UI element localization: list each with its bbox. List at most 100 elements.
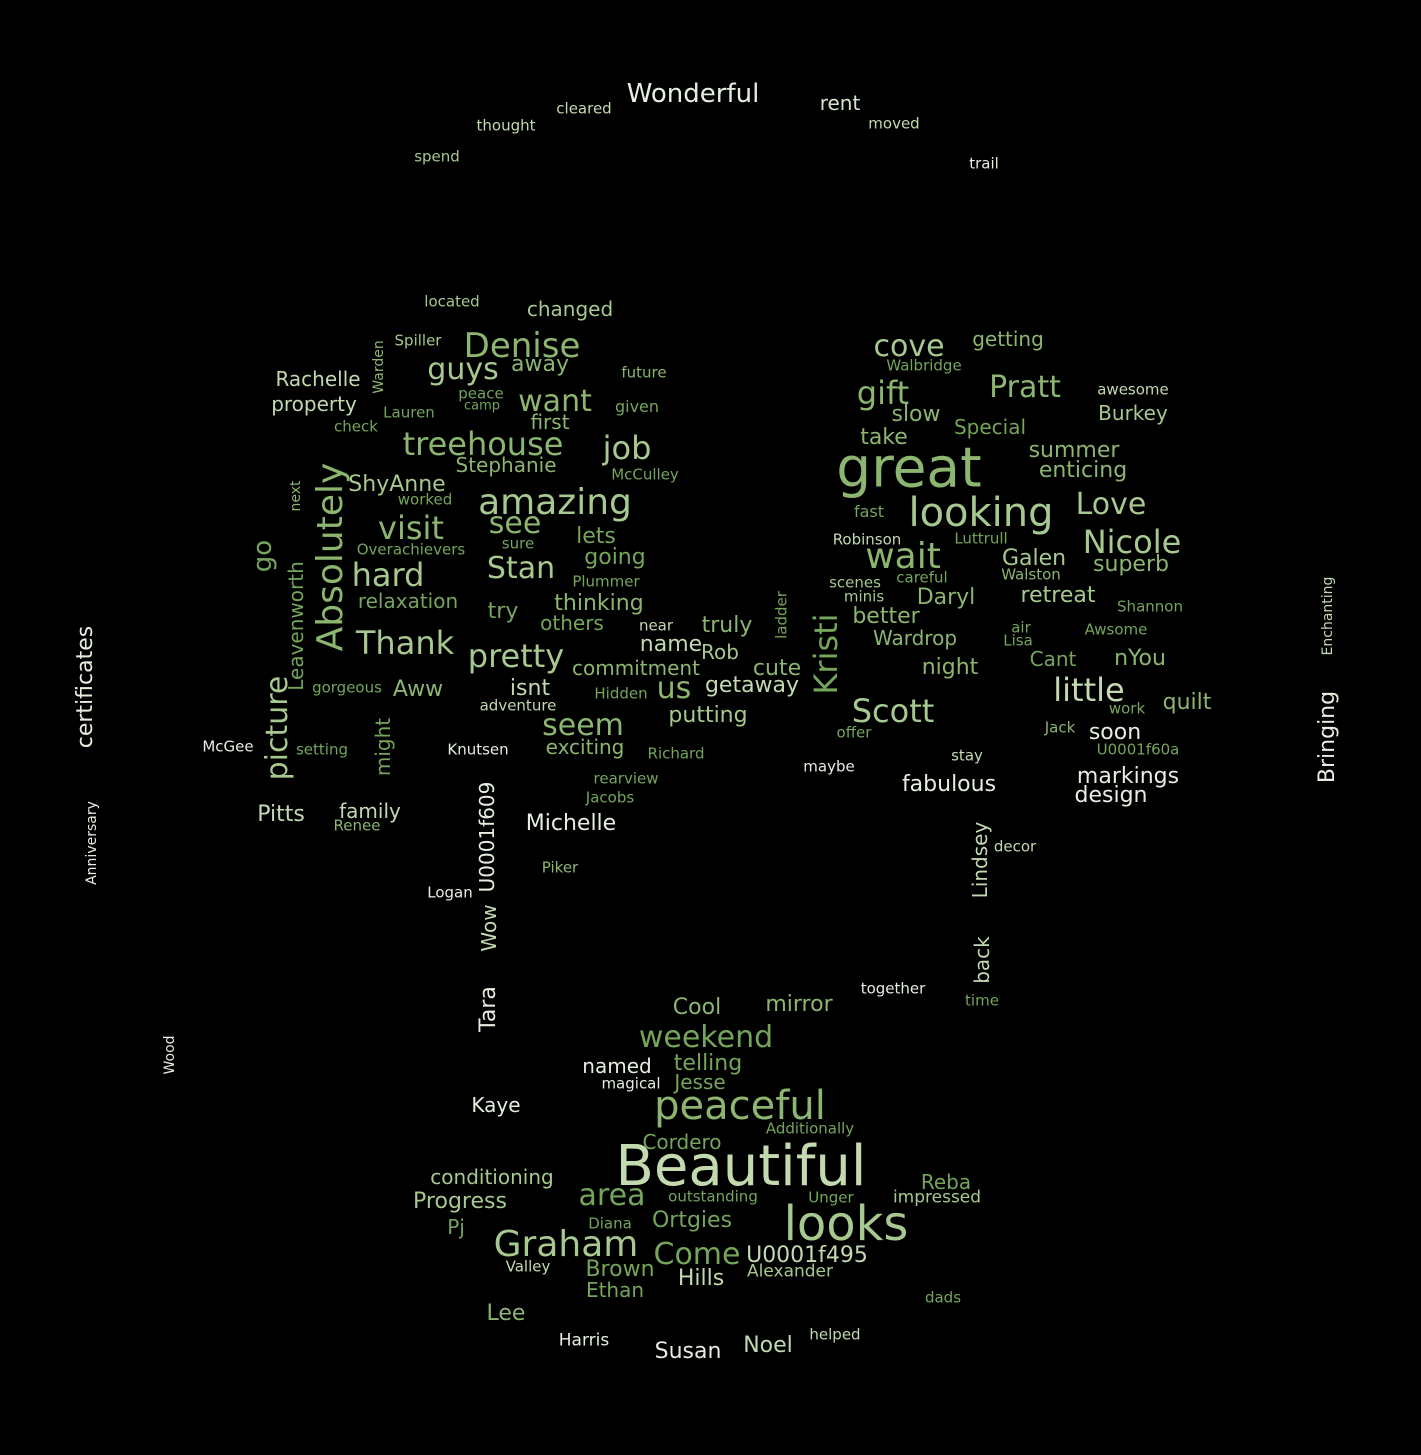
word-kaye: Kaye (471, 1093, 521, 1117)
word-certificates: certificates (73, 625, 98, 749)
word-valley: Valley (505, 1257, 551, 1276)
word-first: first (530, 410, 570, 434)
word-offer: offer (836, 723, 872, 742)
word-scenes: scenes (829, 573, 881, 592)
word-luttrull: Luttrull (954, 529, 1008, 548)
word-area: area (578, 1178, 646, 1213)
word-back: back (970, 936, 994, 984)
word-others: others (540, 611, 604, 635)
word-stay: stay (951, 746, 983, 765)
word-leavenworth: Leavenworth (284, 561, 308, 691)
word-pretty: pretty (467, 637, 565, 675)
word-careful: careful (896, 568, 948, 587)
word-wow: Wow (477, 904, 501, 952)
word-truly: truly (701, 613, 753, 638)
word-lisa: Lisa (1003, 631, 1033, 650)
word-rent: rent (819, 91, 861, 115)
word-robinson: Robinson (832, 530, 902, 549)
word-gift: gift (856, 374, 910, 412)
word-scott: Scott (851, 692, 935, 730)
word-cove: cove (873, 329, 945, 364)
word-come: Come (653, 1237, 741, 1272)
word-warden: Warden (371, 340, 387, 394)
word-name: name (639, 632, 703, 657)
word-walston: Walston (1001, 565, 1061, 584)
word-camp: camp (463, 398, 501, 414)
word-jack: Jack (1044, 718, 1076, 737)
word-visit: visit (378, 509, 444, 547)
word-together: together (860, 979, 926, 998)
word-worked: worked (397, 490, 453, 509)
word-awesome: awesome (1097, 380, 1169, 399)
word-work: work (1108, 699, 1146, 718)
word-see: see (488, 506, 542, 541)
word-kristi: Kristi (807, 613, 845, 695)
word-lauren: Lauren (383, 403, 435, 422)
word-diana: Diana (588, 1214, 632, 1233)
word-future: future (621, 363, 667, 382)
word-rearview: rearview (593, 769, 659, 788)
word-guys: guys (427, 352, 499, 387)
word-cute: cute (752, 656, 802, 681)
word-thought: thought (476, 116, 536, 135)
word-harris: Harris (558, 1330, 610, 1351)
word-slow: slow (891, 402, 941, 427)
word-u0001f609: U0001f609 (475, 781, 499, 893)
word-pj: Pj (447, 1215, 465, 1239)
word-mcgee: McGee (202, 737, 254, 756)
word-little: little (1053, 671, 1125, 709)
word-job: job (602, 429, 652, 467)
word-looks: looks (783, 1196, 909, 1252)
word-nyou: nYou (1114, 646, 1166, 671)
word-sure: sure (501, 534, 535, 553)
word-rachelle: Rachelle (275, 367, 361, 391)
word-pitts: Pitts (257, 802, 305, 827)
word-putting: putting (668, 703, 748, 728)
word-adventure: adventure (479, 696, 557, 715)
word-cool: Cool (672, 995, 722, 1020)
word-alexander: Alexander (746, 1261, 834, 1282)
word-special: Special (953, 415, 1027, 439)
word-enticing: enticing (1038, 458, 1128, 483)
word-ethan: Ethan (585, 1278, 645, 1302)
word-outstanding: outstanding (668, 1187, 758, 1206)
word-thinking: thinking (554, 591, 644, 616)
word-shannon: Shannon (1117, 597, 1183, 616)
word-impressed: impressed (892, 1187, 982, 1208)
word-exciting: exciting (545, 735, 625, 759)
word-piker: Piker (541, 858, 579, 877)
word-lindsey: Lindsey (968, 821, 992, 899)
word-check: check (334, 417, 378, 436)
word-picture: picture (260, 675, 295, 781)
word-quilt: quilt (1162, 690, 1212, 715)
word-absolutely: Absolutely (310, 462, 351, 652)
word-jesse: Jesse (674, 1070, 726, 1094)
word-moved: moved (868, 114, 920, 133)
word-trail: trail (969, 154, 999, 173)
word-enchanting: Enchanting (1320, 576, 1336, 656)
word-relaxation: relaxation (357, 589, 459, 613)
word-named: named (582, 1054, 652, 1078)
word-reba: Reba (920, 1170, 972, 1194)
word-thank: Thank (355, 624, 455, 662)
word-soon: soon (1088, 720, 1142, 745)
word-given: given (614, 397, 660, 416)
word-located: located (424, 292, 480, 311)
word-ladder: ladder (772, 591, 791, 639)
word-cant: Cant (1029, 647, 1077, 671)
word-changed: changed (526, 297, 614, 321)
word-susan: Susan (654, 1339, 722, 1364)
word-air: air (1011, 618, 1031, 637)
word-night: night (921, 655, 979, 680)
word-fast: fast (853, 502, 885, 521)
word-better: better (852, 604, 920, 629)
word-near: near (638, 616, 674, 635)
word-superb: superb (1093, 552, 1169, 577)
word-summer: summer (1028, 438, 1120, 463)
word-mcculley: McCulley (611, 465, 679, 484)
word-hidden: Hidden (594, 684, 648, 703)
word-conditioning: conditioning (430, 1165, 554, 1189)
word-markings: markings (1076, 764, 1180, 789)
word-brown: Brown (585, 1257, 655, 1282)
word-mirror: mirror (765, 992, 833, 1017)
